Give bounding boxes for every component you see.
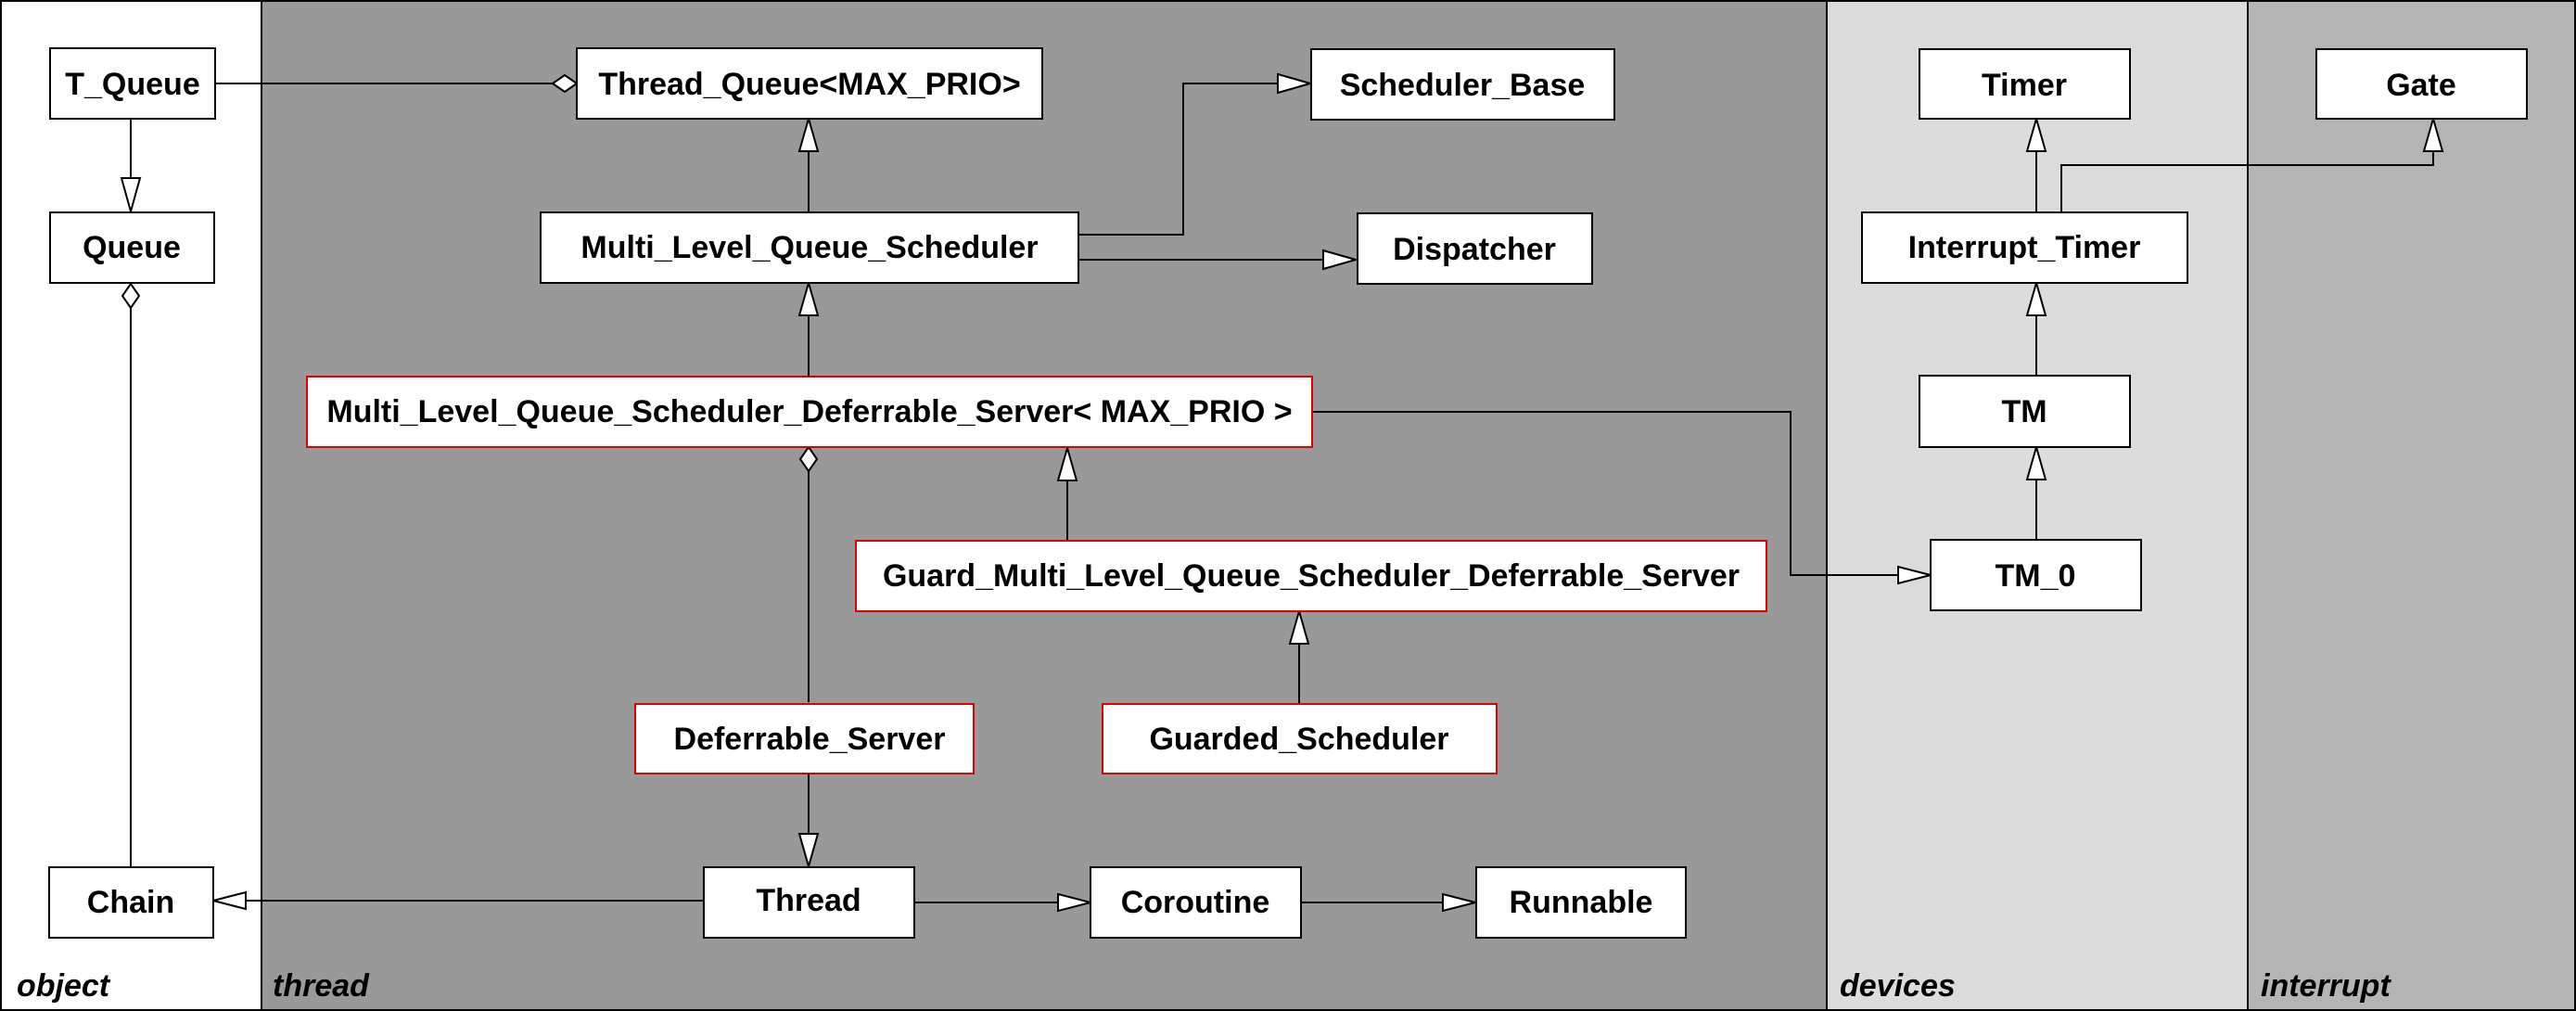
class-box-gate[interactable]: Gate <box>2315 48 2528 120</box>
class-label: Multi_Level_Queue_Scheduler <box>580 230 1038 265</box>
edge-deferrable_server-thread <box>797 774 820 870</box>
aggregation-diamond <box>121 282 141 310</box>
class-label: Queue <box>83 230 181 265</box>
generalization-arrow <box>2025 115 2047 152</box>
class-box-thread[interactable]: Thread <box>703 866 915 939</box>
class-label: Chain <box>87 885 174 920</box>
class-box-tm_0[interactable]: TM_0 <box>1930 539 2142 611</box>
generalization-arrow <box>797 833 820 870</box>
class-box-scheduler_base[interactable]: Scheduler_Base <box>1310 48 1615 121</box>
class-label: Coroutine <box>1121 885 1270 920</box>
generalization-arrow <box>1322 249 1359 271</box>
class-box-interrupt_timer[interactable]: Interrupt_Timer <box>1861 211 2188 284</box>
class-label: Thread <box>756 883 861 918</box>
class-label: Runnable <box>1510 885 1653 920</box>
lane-label-devices: devices <box>1840 968 1956 1004</box>
edge-mlqsds-mlqs <box>797 279 820 377</box>
class-label: Multi_Level_Queue_Scheduler_Deferrable_S… <box>326 394 1292 429</box>
association-arrow <box>212 890 247 911</box>
edge-tm-interrupt_timer <box>2025 279 2047 376</box>
generalization-arrow <box>120 177 142 215</box>
class-box-tm[interactable]: TM <box>1919 375 2131 448</box>
class-box-mlqs[interactable]: Multi_Level_Queue_Scheduler <box>540 211 1079 284</box>
association-arrow <box>1057 892 1091 913</box>
association-arrow <box>1442 892 1476 913</box>
class-label: Thread_Queue<MAX_PRIO> <box>598 67 1020 102</box>
class-box-dispatcher[interactable]: Dispatcher <box>1357 212 1593 285</box>
edge-coroutine-runnable <box>1301 892 1476 913</box>
generalization-arrow <box>797 115 820 152</box>
generalization-arrow <box>797 279 820 316</box>
generalization-arrow <box>1288 608 1310 645</box>
aggregation-diamond <box>798 445 819 473</box>
class-box-chain[interactable]: Chain <box>48 866 214 939</box>
generalization-arrow <box>2025 443 2047 480</box>
class-box-queue[interactable]: Queue <box>49 211 215 284</box>
edge-mlqsds-tm_0 <box>1312 411 1932 585</box>
class-box-t_queue[interactable]: T_Queue <box>49 47 216 120</box>
edge-guarded_scheduler-guard_mlqsds <box>1288 608 1310 704</box>
edge-thread-chain <box>212 890 704 911</box>
edge-interrupt_timer-timer <box>2025 115 2047 211</box>
generalization-arrow <box>1056 444 1078 481</box>
edge-mlqs-dispatcher <box>1078 249 1359 271</box>
association-arrow <box>1897 565 1932 585</box>
class-boxes: T_Queue Queue Chain Thread_Queue<MAX_PRI… <box>48 47 2528 939</box>
class-label: Timer <box>1982 68 2067 103</box>
class-label: Guard_Multi_Level_Queue_Scheduler_Deferr… <box>883 558 1740 594</box>
class-label: Guarded_Scheduler <box>1149 722 1448 757</box>
class-box-mlqsds[interactable]: Multi_Level_Queue_Scheduler_Deferrable_S… <box>306 376 1313 448</box>
lane-label-interrupt: interrupt <box>2261 968 2391 1004</box>
edge-tm_0-tm <box>2025 443 2047 540</box>
edge-deferrable_server-mlqsds <box>798 445 819 702</box>
class-box-guard_mlqsds[interactable]: Guard_Multi_Level_Queue_Scheduler_Deferr… <box>855 540 1767 612</box>
edge-mlqs-thread_queue <box>797 115 820 211</box>
edge-t_queue-thread_queue <box>215 73 579 94</box>
class-label: Dispatcher <box>1393 232 1556 267</box>
lane-thread <box>261 0 1828 1011</box>
generalization-arrow <box>1277 72 1314 95</box>
edge-thread-coroutine <box>914 892 1091 913</box>
edge-interrupt_timer-gate <box>2060 115 2444 211</box>
class-label: Deferrable_Server <box>674 722 946 757</box>
class-box-thread_queue[interactable]: Thread_Queue<MAX_PRIO> <box>576 47 1043 120</box>
generalization-arrow <box>2025 279 2047 316</box>
class-box-runnable[interactable]: Runnable <box>1475 866 1687 939</box>
edge-mlqs-scheduler_base <box>1078 72 1314 236</box>
edge-guard_mlqsds-mlqsds <box>1056 444 1078 541</box>
aggregation-diamond <box>551 73 579 94</box>
class-box-timer[interactable]: Timer <box>1919 48 2131 120</box>
class-box-deferrable_server[interactable]: Deferrable_Server <box>634 703 975 774</box>
edge-t_queue-queue <box>120 119 142 215</box>
class-label: Interrupt_Timer <box>1908 230 2141 265</box>
class-label: TM_0 <box>1996 558 2076 594</box>
lane-label-object: object <box>17 968 111 1004</box>
class-box-guarded_scheduler[interactable]: Guarded_Scheduler <box>1102 703 1498 774</box>
class-label: Gate <box>2386 68 2456 103</box>
class-box-coroutine[interactable]: Coroutine <box>1090 866 1302 939</box>
edge-chain-queue <box>121 282 141 867</box>
class-label: Scheduler_Base <box>1340 68 1586 103</box>
edges <box>120 72 2444 913</box>
lane-interrupt <box>2247 0 2576 1011</box>
class-label: TM <box>2001 394 2047 429</box>
generalization-arrow <box>2422 115 2444 152</box>
lane-label-thread: thread <box>273 968 370 1004</box>
class-label: T_Queue <box>65 67 199 102</box>
